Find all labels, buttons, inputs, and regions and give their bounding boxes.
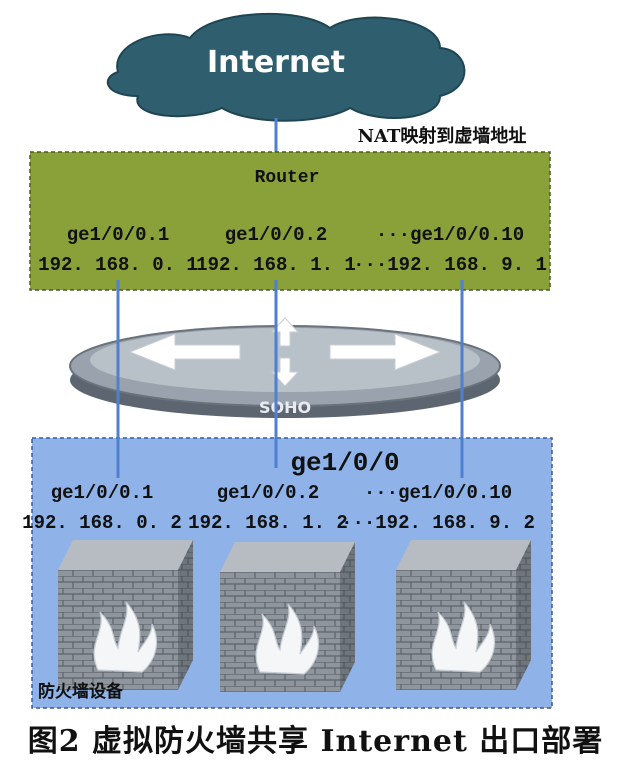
router-if-name: ···ge1/0/0.10: [376, 224, 524, 246]
fw-if-name: ge1/0/0.2: [217, 482, 320, 504]
router-if-ip: 192. 168. 0. 1: [38, 254, 198, 276]
router-title: Router: [255, 168, 320, 188]
internet-cloud: Internet: [106, 12, 466, 122]
firewall-icon: [395, 539, 532, 691]
router-if-name: ge1/0/0.2: [225, 224, 328, 246]
router-if-ip: ···192. 168. 9. 1: [353, 254, 547, 276]
fw-if-ip: 192. 168. 1. 2: [188, 512, 348, 534]
firewall-zone-label: 防火墙设备: [38, 681, 124, 702]
nat-note: NAT映射到虚墙地址: [358, 125, 527, 147]
switch-arrows-icon: [128, 317, 442, 387]
trunk-label: ge1/0/0: [290, 448, 399, 478]
fw-if-name: ···ge1/0/0.10: [364, 482, 512, 504]
internet-label: Internet: [207, 45, 345, 80]
fw-if-ip: 192. 168. 0. 2: [22, 512, 182, 534]
soho-label: SOHO: [259, 398, 311, 417]
figure-caption: 图2 虚拟防火墙共享 Internet 出口部署: [27, 724, 604, 759]
firewall-icon: [57, 539, 194, 691]
router-if-name: ge1/0/0.1: [67, 224, 170, 246]
firewall-icon: [219, 541, 356, 693]
soho-switch: SOHO: [69, 317, 501, 418]
fw-if-name: ge1/0/0.1: [51, 482, 154, 504]
router-box: [29, 151, 551, 291]
router-if-ip: 192. 168. 1. 1: [196, 254, 356, 276]
fw-if-ip: ···192. 168. 9. 2: [341, 512, 535, 534]
